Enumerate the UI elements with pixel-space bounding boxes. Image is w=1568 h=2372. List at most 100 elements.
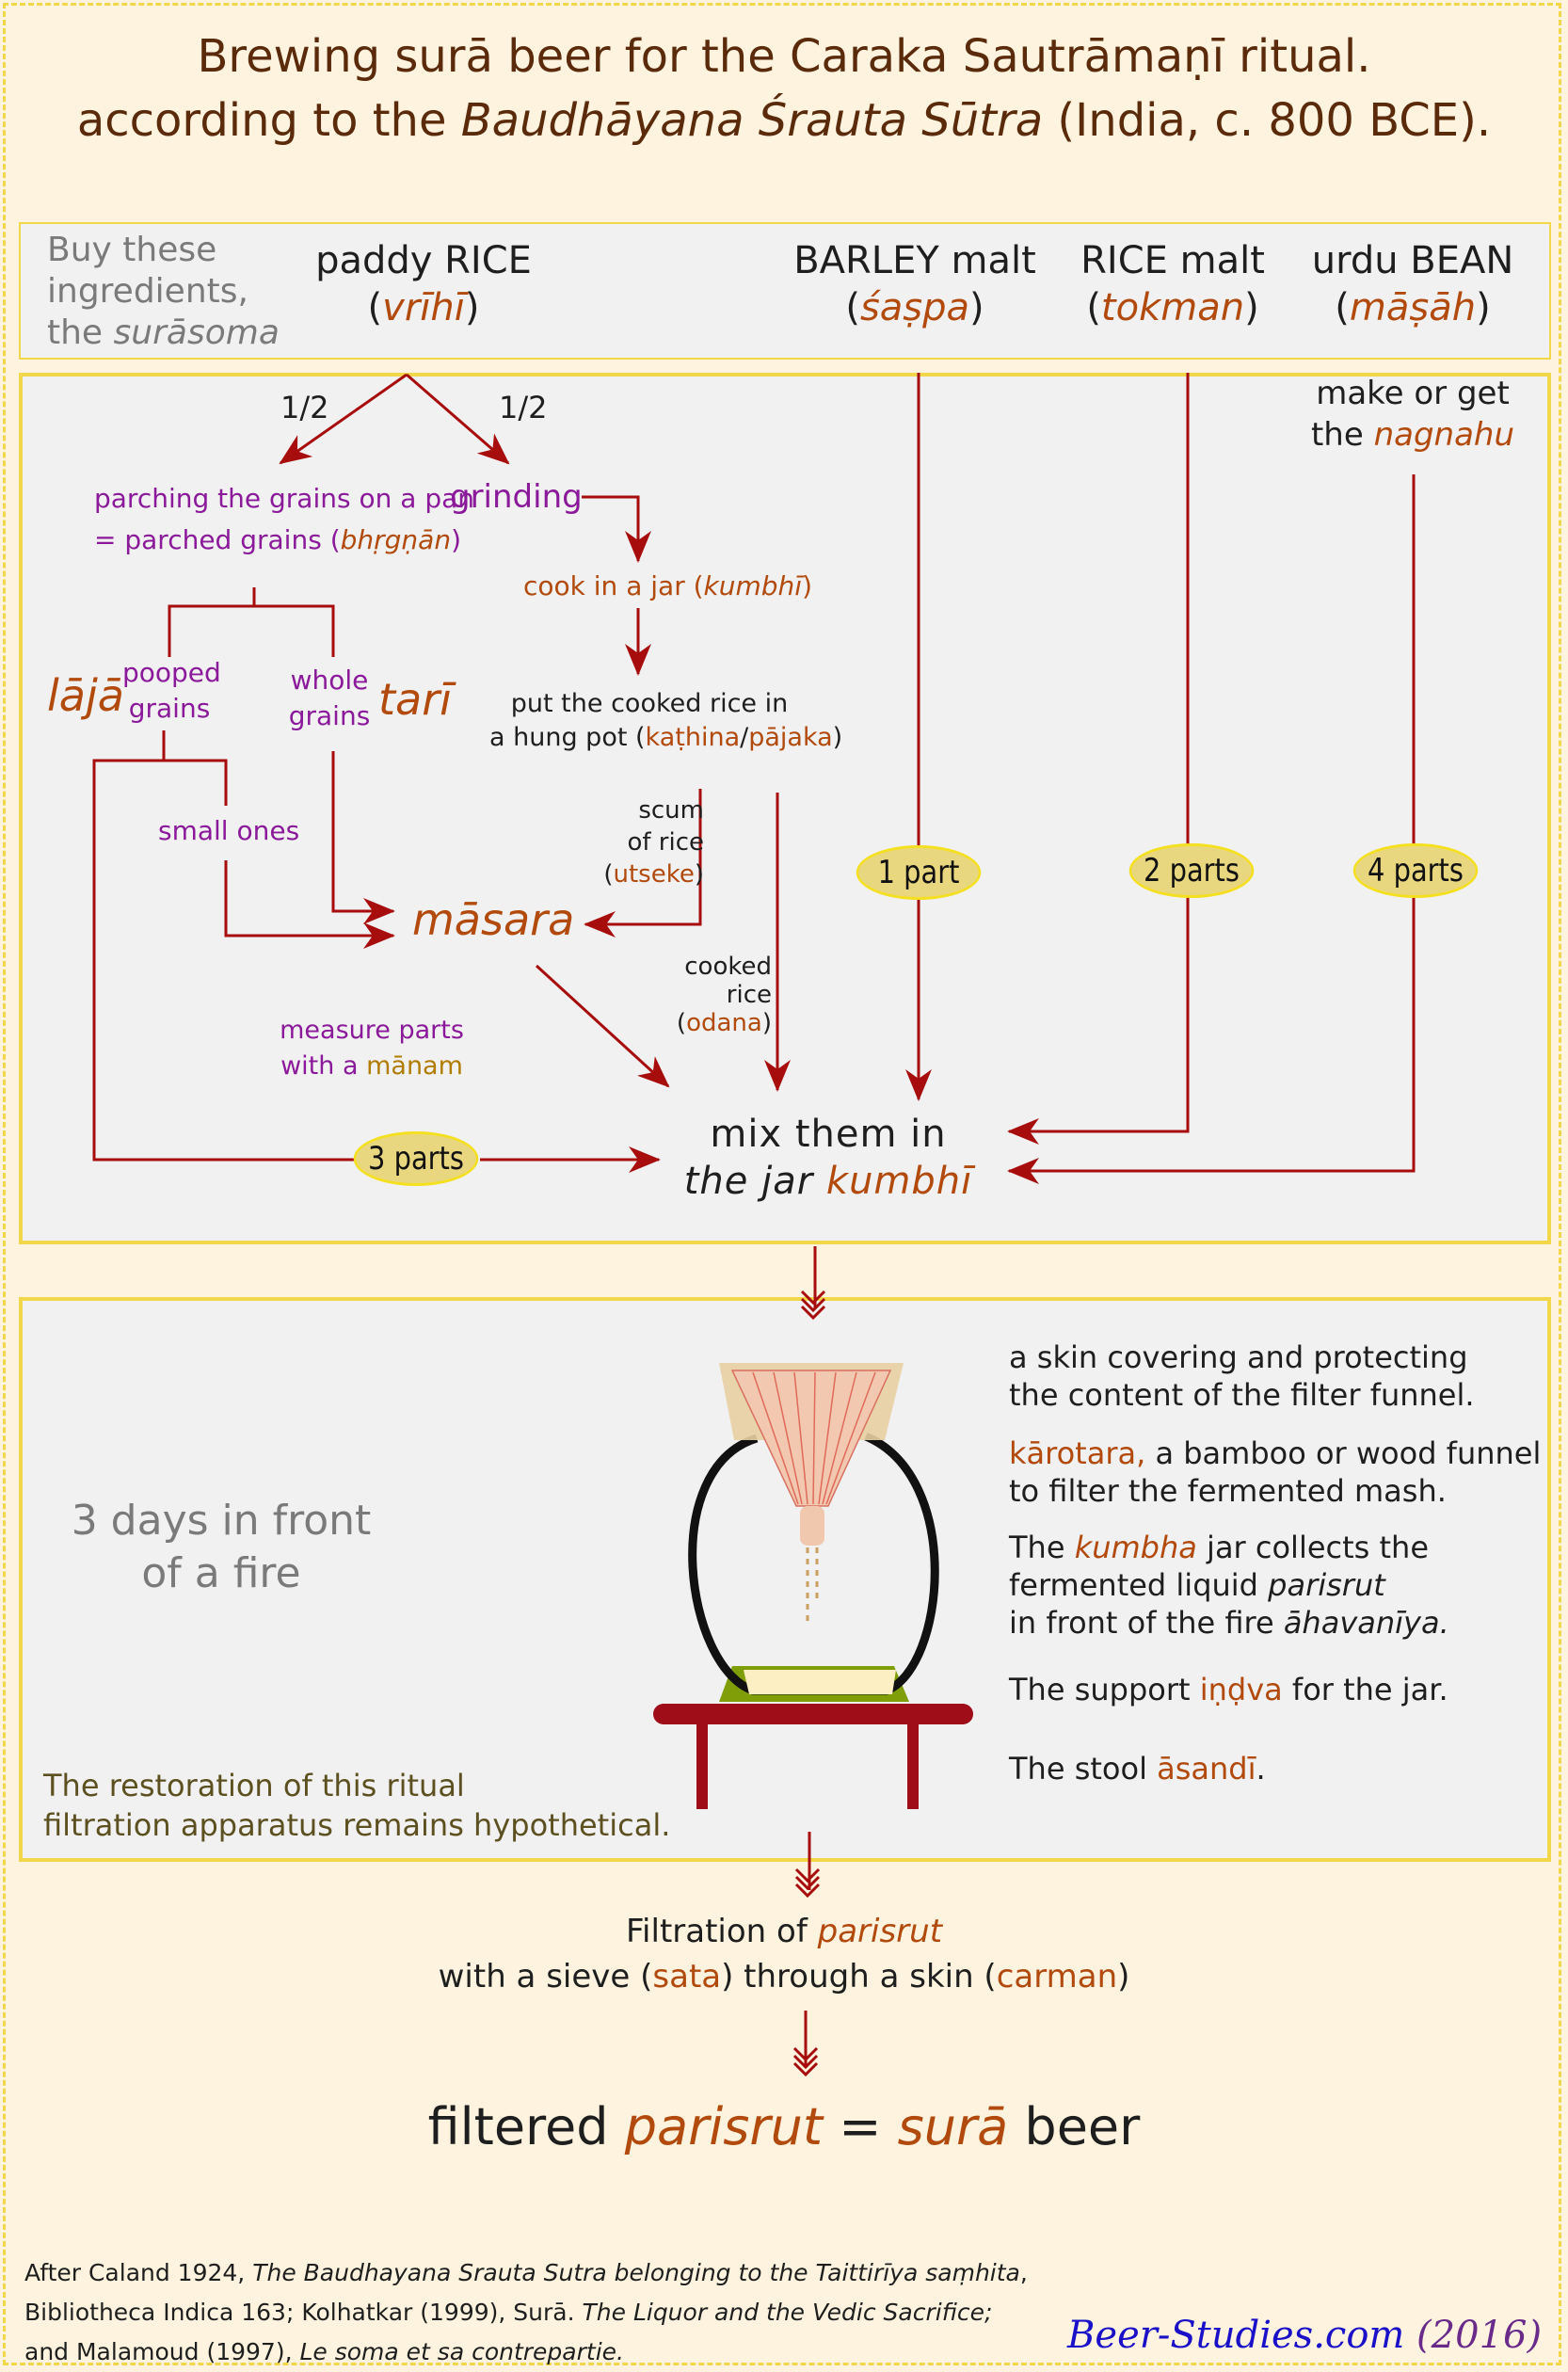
scum-label: scum of rice (utseke)	[584, 794, 704, 890]
ingredient-barley-malt: BARLEY malt (śaṣpa)	[764, 237, 1065, 331]
stool-term: āsandī	[1157, 1751, 1256, 1787]
mix-label: mix them in the jar kumbhī	[659, 1111, 998, 1205]
ingredients-panel	[19, 222, 1551, 360]
nagnahu-line-2a: the	[1310, 416, 1374, 454]
put-line-2b: )	[832, 723, 843, 752]
filtration-line-1: Filtration of	[625, 1913, 818, 1950]
result-text: filtered	[427, 2097, 625, 2156]
half-left-label: 1/2	[280, 390, 329, 425]
skin-term: carman	[996, 1958, 1118, 1995]
bracket-parched	[168, 587, 335, 657]
parching-line-2a: = parched grains (	[94, 524, 341, 555]
nagnahu-line-1: make or get	[1316, 375, 1510, 412]
title-line-1: Brewing surā beer for the Caraka Sautrām…	[0, 30, 1568, 83]
measure-line-1: measure parts	[280, 1016, 464, 1045]
intro-line-1: Buy these	[47, 231, 217, 269]
filtration-term: parisrut	[817, 1913, 943, 1950]
days-line-1: 3 days in front	[71, 1497, 372, 1545]
title-text-2a: according to the	[76, 94, 461, 147]
hypothesis-note: The restoration of this ritual filtratio…	[43, 1766, 670, 1845]
scum-line-1: scum	[638, 796, 704, 825]
intro-line-2: ingredients,	[47, 272, 248, 311]
ref-line-2-title: The Liquor and the Vedic Sacrifice;	[582, 2299, 993, 2326]
jar-term: kumbha	[1074, 1530, 1197, 1565]
filtration-apparatus	[653, 1363, 973, 1809]
stool-text: The stool	[1009, 1751, 1158, 1787]
whole-line-2: grains	[288, 700, 371, 731]
measure-term: mānam	[366, 1051, 463, 1081]
jar-line-1a: The	[1009, 1530, 1075, 1565]
funnel-description: kārotara, a bamboo or wood funnel to fil…	[1009, 1434, 1541, 1510]
funnel-line-2: to filter the fermented mash.	[1009, 1473, 1447, 1509]
page-frame	[3, 3, 1561, 2365]
ingredient-name: RICE malt	[1080, 239, 1265, 282]
jar-fire-term: āhavanīya.	[1283, 1605, 1449, 1641]
put-line-2a: a hung pot (	[489, 723, 646, 752]
jar-line-3a: in front of the fire	[1009, 1605, 1284, 1641]
ingredient-rice-malt: RICE malt (tokman)	[1060, 237, 1286, 331]
funnel-karotara	[730, 1370, 892, 1507]
measure-label: measure parts with a mānam	[273, 1013, 471, 1084]
support-text: The support	[1009, 1672, 1200, 1707]
cooked-term: odana	[686, 1009, 762, 1037]
scum-line-2: of rice	[627, 828, 704, 857]
support-text-end: for the jar.	[1282, 1672, 1448, 1707]
masara-term: māsara	[412, 894, 575, 945]
ingredient-urdu-bean: urdu BEAN (māṣāh)	[1295, 237, 1530, 331]
jar-line-2a: fermented liquid	[1009, 1567, 1269, 1603]
arrow-small-masara	[224, 860, 395, 949]
ingredients-intro: Buy these ingredients, the surāsoma	[47, 230, 280, 354]
arrow-masara-mix	[535, 964, 670, 1088]
cook-text: cook in a jar (	[523, 570, 704, 601]
ingredient-term: māṣāh	[1349, 286, 1477, 329]
ingredient-term: śaṣpa	[859, 286, 970, 329]
nagnahu-label: make or get the nagnahu	[1286, 373, 1540, 456]
note-line-2: filtration apparatus remains hypothetica…	[43, 1807, 671, 1843]
fermentation-duration: 3 days in front of a fire	[47, 1495, 395, 1600]
put-sep: /	[740, 723, 749, 752]
ingredient-name: BARLEY malt	[793, 239, 1036, 282]
line-laja-loop	[92, 730, 358, 1162]
sieve-term: sata	[652, 1958, 722, 1995]
skin-description: a skin covering and protecting the conte…	[1009, 1338, 1475, 1414]
filtration-line-2b: ) through a skin (	[721, 1958, 997, 1995]
masara-ratio-pill: 3 parts	[353, 1131, 479, 1186]
ref-line-3-title: Le soma et sa contrepartie.	[299, 2338, 624, 2365]
cook-text-end: )	[802, 570, 813, 601]
result-equals: =	[823, 2097, 898, 2156]
final-result: filtered parisrut = surā beer	[313, 2097, 1255, 2156]
title-text-1: Brewing surā beer for the Caraka Sautrām…	[197, 30, 1371, 83]
cooked-line-1: cooked	[684, 953, 772, 981]
mix-line-2a: the jar	[683, 1160, 826, 1203]
mash-panel	[19, 373, 1551, 1244]
stool-description: The stool āsandī.	[1009, 1751, 1266, 1787]
put-term-pajaka: pājaka	[748, 723, 833, 752]
cook-label: cook in a jar (kumbhī)	[523, 570, 812, 601]
site-credit: Beer-Studies.com (2016)	[1067, 2314, 1542, 2357]
arrow-split-right	[406, 373, 510, 465]
pooped-grains-label: pooped grains	[122, 655, 221, 727]
ingredient-name: urdu BEAN	[1311, 239, 1514, 282]
nagnahu-ratio-pill: 4 parts	[1352, 843, 1479, 898]
pooped-line-1: pooped	[122, 657, 221, 688]
whole-line-1: whole	[290, 665, 369, 696]
title-line-2: according to the Baudhāyana Śrauta Sūtra…	[0, 94, 1568, 147]
skin-line-1: a skin covering and protecting	[1009, 1339, 1468, 1375]
site-link: Beer-Studies.com	[1067, 2314, 1405, 2357]
barley-ratio-pill: 1 part	[856, 845, 982, 900]
stool-leg-left	[696, 1723, 708, 1809]
title-text-2b: (India, c. 800 BCE).	[1043, 94, 1492, 147]
cook-term: kumbhī	[703, 570, 803, 601]
result-term-sura: surā	[897, 2097, 1009, 2156]
parching-term: bhṛgṇān	[340, 524, 452, 555]
skin-line-2: the content of the filter funnel.	[1009, 1377, 1475, 1413]
result-text-end: beer	[1008, 2097, 1141, 2156]
rice-malt-ratio-pill: 2 parts	[1128, 843, 1255, 898]
ingredient-name: paddy RICE	[315, 239, 532, 282]
jar-liquid-term: parisrut	[1268, 1567, 1385, 1603]
arrow-whole-masara	[331, 751, 395, 924]
result-term-parisrut: parisrut	[624, 2097, 824, 2156]
parching-line-1: parching the grains on a pan	[94, 483, 474, 514]
